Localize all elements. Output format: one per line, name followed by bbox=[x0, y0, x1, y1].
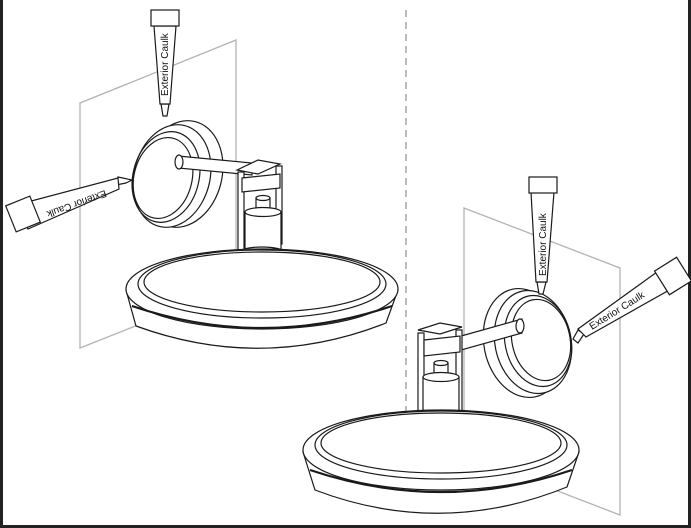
right-caulk-top: Exterior Caulk bbox=[529, 177, 557, 294]
right-caulk-top-label: Exterior Caulk bbox=[538, 212, 549, 276]
right-caulk-side-label: Exterior Caulk bbox=[588, 289, 648, 332]
right-fixture: Exterior Caulk Exterior Caulk bbox=[303, 177, 691, 515]
left-caulk-side: Exterior Caulk bbox=[6, 177, 132, 232]
left-fixture: Exterior Caulk Exterior Caulk bbox=[6, 10, 398, 348]
right-backplate bbox=[473, 281, 581, 405]
right-caulk-side: Exterior Caulk bbox=[573, 257, 691, 343]
left-backplate bbox=[123, 112, 234, 236]
left-shade bbox=[126, 249, 398, 348]
left-caulk-top: Exterior Caulk bbox=[151, 10, 179, 116]
left-caulk-top-label: Exterior Caulk bbox=[160, 32, 171, 96]
right-shade bbox=[303, 410, 579, 513]
